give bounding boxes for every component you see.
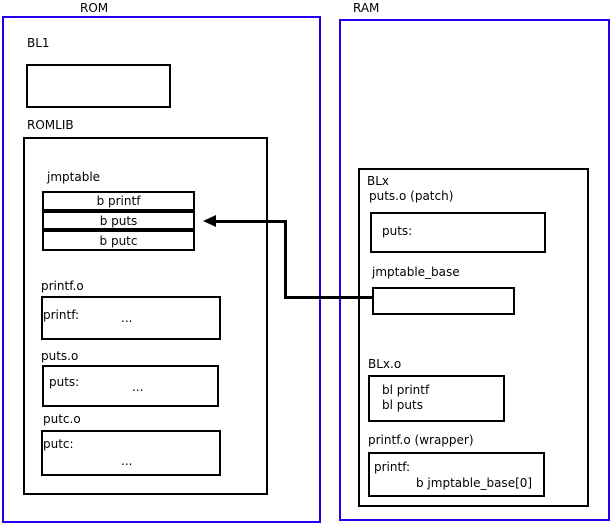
printf-wrapper-branch: b jmptable_base[0] <box>416 476 533 490</box>
puts-patch-box: puts: <box>370 212 546 253</box>
printf-wrapper-box: printf: b jmptable_base[0] <box>368 452 545 497</box>
printf-wrapper-symbol: printf: <box>374 460 411 474</box>
bl1-label: BL1 <box>27 36 50 50</box>
blx-o-label: BLx.o <box>368 357 402 371</box>
puts-o-label: puts.o <box>41 349 79 363</box>
puts-patch-label: puts.o (patch) <box>369 189 454 203</box>
romlib-label: ROMLIB <box>27 118 74 132</box>
jmptable-label: jmptable <box>47 170 101 184</box>
bl1-box <box>26 64 171 108</box>
printf-o-symbol: printf: <box>43 308 80 322</box>
puts-o-box: puts: ... <box>42 365 219 407</box>
connector-segment-top <box>212 220 286 223</box>
jmptable-base-label: jmptable_base <box>372 265 460 279</box>
putc-o-body: ... <box>121 454 133 468</box>
puts-o-symbol: puts: <box>49 375 80 389</box>
puts-o-body: ... <box>132 380 144 394</box>
rom-region-label: ROM <box>80 1 109 15</box>
connector-arrowhead-icon <box>203 215 216 227</box>
putc-o-symbol: putc: <box>43 437 74 451</box>
puts-patch-symbol: puts: <box>382 224 413 238</box>
blx-o-line-puts: bl puts <box>382 398 423 412</box>
connector-segment-vertical <box>284 220 287 299</box>
connector-segment-bottom <box>285 296 373 299</box>
blx-o-line-printf: bl printf <box>382 383 430 397</box>
jmptable-entry-putc[interactable]: b putc <box>42 230 195 251</box>
ram-region-label: RAM <box>353 1 380 15</box>
printf-wrapper-label: printf.o (wrapper) <box>368 433 474 447</box>
printf-o-box: printf: ... <box>41 296 221 340</box>
jmptable-entry-printf[interactable]: b printf <box>42 191 195 211</box>
printf-o-label: printf.o <box>41 279 84 293</box>
jmptable-base-box <box>372 287 515 315</box>
putc-o-box: putc: ... <box>41 430 221 476</box>
jmptable-entry-puts[interactable]: b puts <box>42 211 195 230</box>
printf-o-body: ... <box>121 311 133 325</box>
blx-label: BLx <box>367 174 390 188</box>
blx-o-box: bl printf bl puts <box>368 375 505 422</box>
putc-o-label: putc.o <box>43 412 81 426</box>
